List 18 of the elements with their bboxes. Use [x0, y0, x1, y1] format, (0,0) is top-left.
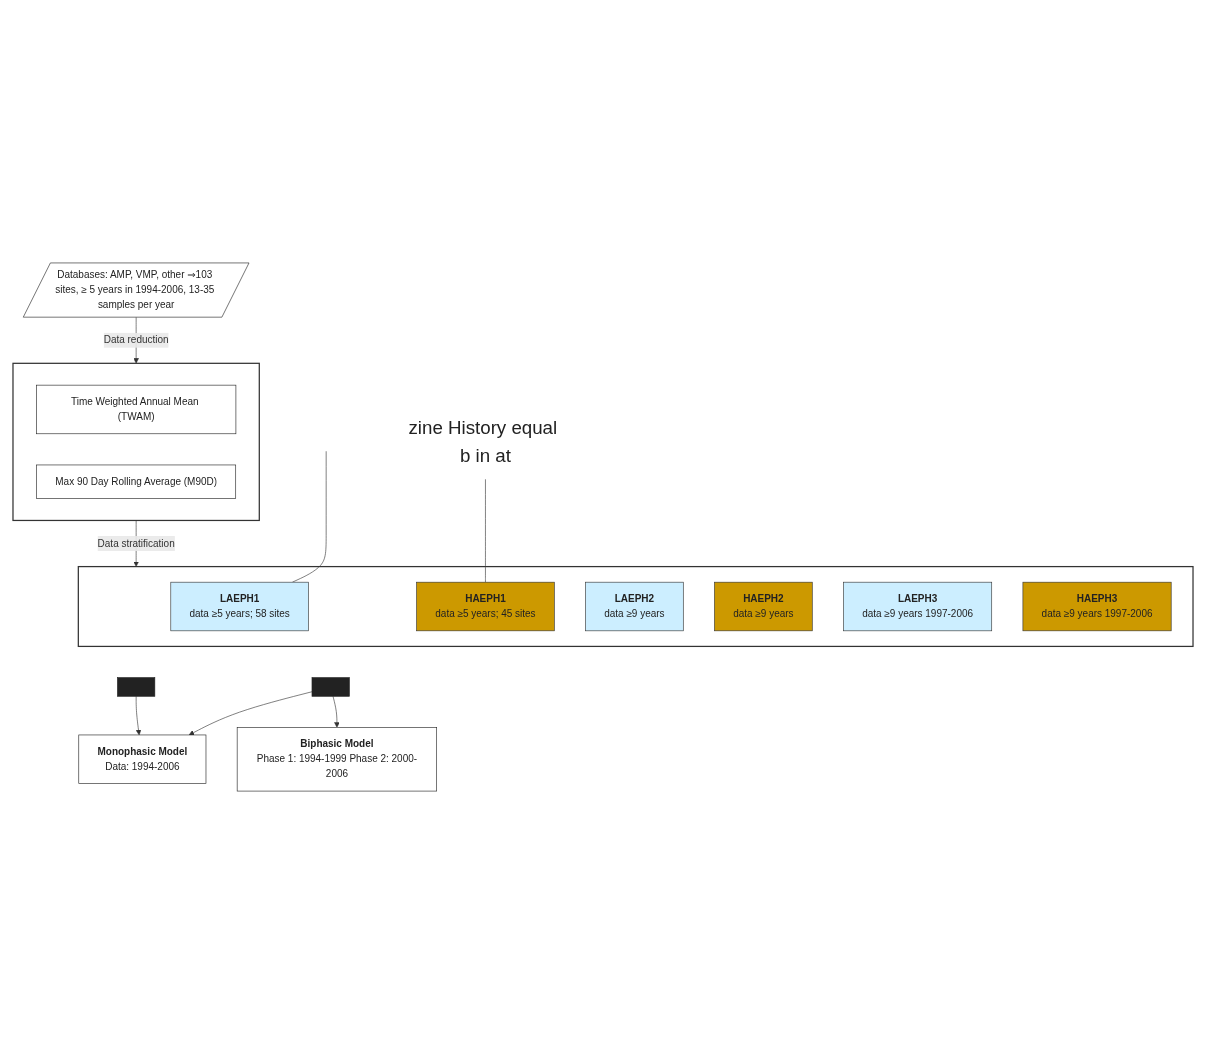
edge-label: Data stratification — [97, 537, 175, 549]
node-bar — [311, 676, 350, 697]
node-box: LAEPH3 data ≥9 years 1997-2006 — [842, 581, 992, 631]
node-box: LAEPH2 data ≥9 years — [584, 581, 684, 631]
node-box: Biphasic Model Phase 1: 1994-1999 Phase 2: 2000-2006 — [236, 726, 437, 791]
cluster — [77, 565, 1194, 647]
node-box: Time Weighted Annual Mean (TWAM) — [35, 384, 236, 434]
edge-label: Data reduction — [103, 334, 169, 345]
node-text: zine History equal b in at — [408, 417, 557, 466]
node-box: LAEPH1 data ≥5 years; 58 sites — [170, 581, 309, 631]
connector — [484, 478, 486, 582]
node-box: Max 90 Day Rolling Average (M90D) — [35, 464, 236, 499]
node-box: HAEPH1 data ≥5 years; 45 sites — [415, 581, 555, 631]
node-box: HAEPH3 data ≥9 years 1997-2006 — [1022, 581, 1171, 631]
node-box: Monophasic Model Data: 1994-2006 — [77, 734, 206, 784]
node-box: HAEPH2 data ≥9 years — [713, 581, 813, 631]
cluster — [11, 362, 260, 521]
node-bar — [116, 676, 155, 697]
